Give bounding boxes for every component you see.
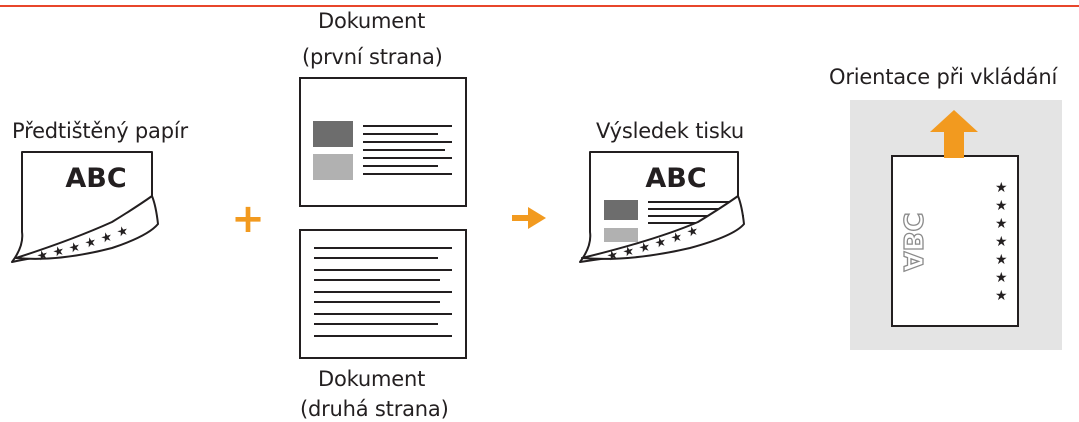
preprinted-star: ★ (99, 229, 114, 247)
print-result-star: ★ (605, 247, 620, 265)
orientation-star: ★ (995, 180, 1008, 196)
print-result-star: ★ (653, 234, 668, 252)
orientation-star: ★ (995, 288, 1008, 304)
orientation-star: ★ (995, 270, 1008, 286)
rotated-paper-text: ABC (897, 212, 927, 271)
print-result-star: ★ (621, 243, 636, 261)
document-second-page-illustration (299, 229, 467, 359)
document-second-subtitle: (druhá strana) (300, 397, 449, 421)
loading-orientation-label: Orientace při vkládání (829, 65, 1058, 89)
loading-orientation-illustration: ABC ★ ★ ★ ★ ★ ★ ★ (850, 100, 1062, 350)
print-result-illustration: ABC ★ ★ ★ ★ ★ ★ (579, 151, 745, 265)
orientation-star: ★ (995, 234, 1008, 250)
preprinted-star: ★ (67, 239, 82, 257)
print-result-star: ★ (685, 223, 700, 241)
preprinted-star: ★ (51, 243, 66, 261)
preprinted-paper-text: ABC (65, 163, 126, 194)
document-first-title: Dokument (318, 9, 426, 33)
preprinted-star: ★ (115, 223, 130, 241)
orientation-star: ★ (995, 216, 1008, 232)
document-second-title: Dokument (318, 367, 426, 391)
preprinted-star: ★ (35, 247, 50, 265)
print-result-text: ABC (645, 163, 706, 194)
orientation-star: ★ (995, 252, 1008, 268)
preprinted-star: ★ (83, 234, 98, 252)
arrow-up-icon (930, 110, 978, 158)
header-accent-line (0, 5, 1079, 7)
print-result-label: Výsledek tisku (596, 119, 745, 143)
print-result-star: ★ (637, 239, 652, 257)
preprinted-paper-label: Předtištěný papír (12, 119, 188, 143)
orientation-star: ★ (995, 198, 1008, 214)
preprinted-paper-illustration: ABC ★ ★ ★ ★ ★ ★ (11, 151, 159, 265)
print-result-star: ★ (669, 229, 684, 247)
document-first-page-illustration (299, 77, 467, 207)
document-first-subtitle: (první strana) (302, 45, 443, 69)
plus-icon: + (231, 196, 265, 242)
arrow-right-icon (512, 207, 546, 229)
